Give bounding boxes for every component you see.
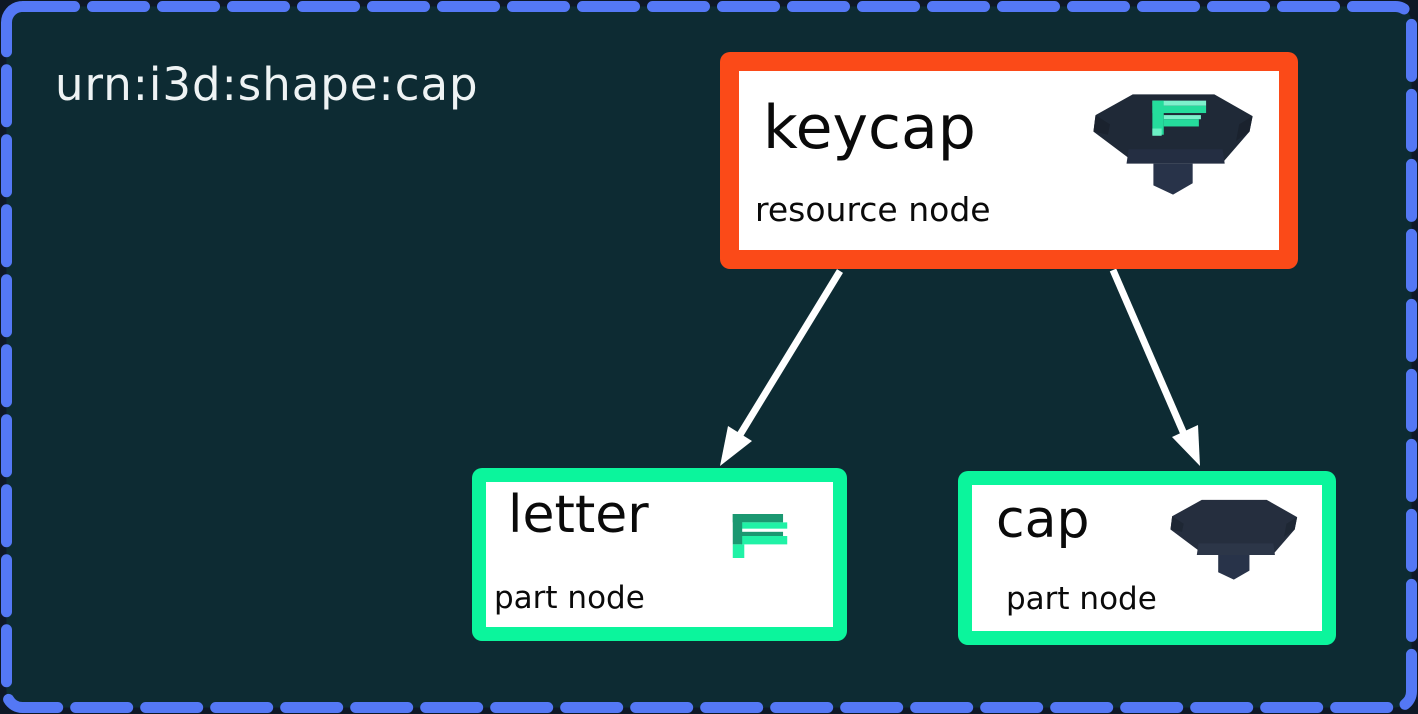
node-keycap-label: keycap	[763, 93, 976, 163]
letter-f-3d-icon	[732, 514, 788, 558]
cap-3d-icon	[1159, 489, 1307, 588]
node-cap-label: cap	[996, 490, 1090, 550]
keycap-3d-icon	[1079, 81, 1265, 205]
node-cap[interactable]: cap part node	[958, 471, 1336, 645]
node-letter-label: letter	[508, 485, 649, 545]
edge-keycap-letter	[720, 269, 843, 466]
arrowhead	[720, 426, 752, 466]
node-letter-type-label: part node	[494, 580, 645, 616]
node-keycap-type-label: resource node	[755, 190, 991, 229]
diagram-title: urn:i3d:shape:cap	[55, 58, 479, 111]
edge-keycap-cap	[1109, 268, 1200, 466]
node-letter[interactable]: letter part node	[472, 468, 847, 641]
arrowhead	[1172, 425, 1200, 466]
node-keycap[interactable]: keycap resource node	[720, 52, 1298, 269]
node-cap-type-label: part node	[1006, 581, 1157, 617]
